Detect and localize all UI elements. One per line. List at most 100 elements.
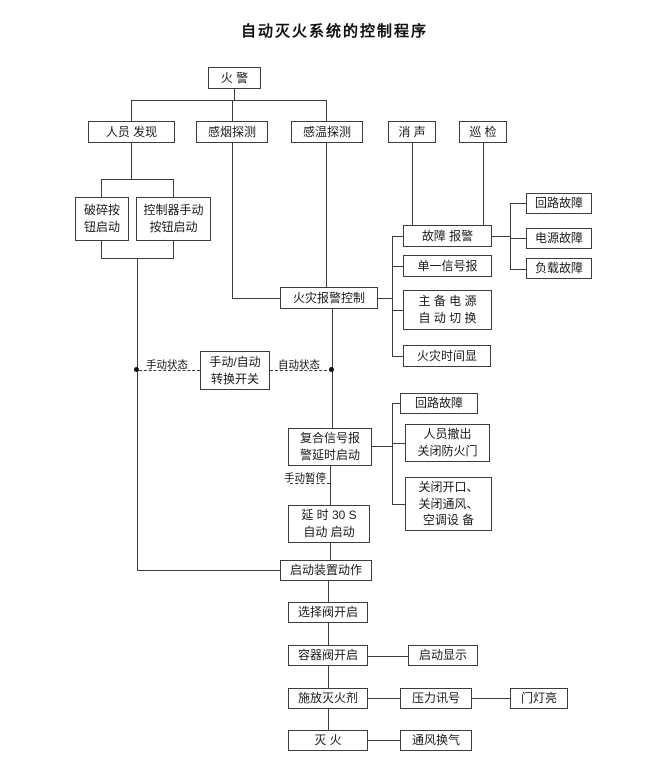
connector-line bbox=[328, 709, 329, 730]
node-text-line: 钮启动 bbox=[83, 220, 120, 234]
connector-line bbox=[510, 203, 526, 204]
node-container-valve: 容器阀开启 bbox=[288, 645, 368, 666]
connector-line bbox=[234, 88, 235, 100]
connector-line bbox=[412, 142, 413, 225]
node-release-agent: 施放灭火剂 bbox=[288, 688, 368, 709]
connector-line bbox=[328, 581, 329, 602]
connector-line bbox=[131, 100, 327, 101]
connector-line bbox=[392, 236, 403, 237]
connector-line bbox=[232, 100, 233, 121]
connector-line bbox=[101, 240, 102, 258]
node-mute: 消 声 bbox=[388, 121, 436, 143]
connector-line bbox=[472, 698, 510, 699]
node-power-fault: 电源故障 bbox=[526, 228, 592, 249]
node-selector-valve: 选择阀开启 bbox=[288, 602, 368, 623]
node-text-line: 破碎按 bbox=[83, 203, 120, 218]
connector-line bbox=[378, 298, 392, 299]
connector-line bbox=[131, 100, 132, 121]
node-text-line: 关闭通风、 bbox=[418, 496, 479, 511]
node-smoke-detect: 感烟探测 bbox=[196, 121, 268, 143]
node-text-line: 警延时启动 bbox=[299, 448, 360, 462]
node-power-switch: 主 备 电 源 自 动 切 换 bbox=[403, 290, 492, 330]
connector-line bbox=[232, 298, 280, 299]
connector-line bbox=[330, 543, 331, 560]
label-manual-pause: 手动暂停 bbox=[284, 472, 326, 484]
connector-line bbox=[368, 656, 408, 657]
node-door-light: 门灯亮 bbox=[510, 688, 568, 709]
connector-line bbox=[392, 443, 405, 444]
connector-line bbox=[492, 236, 510, 237]
node-text-line: 延 时 30 S bbox=[301, 508, 357, 523]
connector-line bbox=[173, 179, 174, 197]
node-text-line: 关闭防火门 bbox=[417, 444, 478, 458]
connector-line bbox=[101, 179, 102, 197]
node-text-line: 自 动 切 换 bbox=[418, 311, 477, 325]
node-break-button: 破碎按 钮启动 bbox=[75, 197, 129, 241]
connector-line bbox=[392, 236, 393, 356]
connector-line bbox=[392, 504, 405, 505]
node-start-display: 启动显示 bbox=[408, 645, 478, 666]
node-load-fault: 负载故障 bbox=[526, 258, 592, 279]
node-text-line: 复合信号报 bbox=[299, 431, 360, 446]
node-text-line: 转换开关 bbox=[210, 371, 259, 386]
node-fault-alarm: 故障 报警 bbox=[403, 225, 492, 247]
junction-dot bbox=[134, 367, 139, 372]
connector-line bbox=[372, 446, 392, 447]
junction-dot bbox=[329, 367, 334, 372]
node-patrol: 巡 检 bbox=[459, 121, 507, 143]
node-close-openings: 关闭开口、 关闭通风、 空调设 备 bbox=[405, 477, 492, 531]
connector-line bbox=[392, 310, 403, 311]
page-title: 自动灭火系统的控制程序 bbox=[240, 23, 428, 40]
node-text-line: 按钮启动 bbox=[149, 220, 198, 234]
dashed-connector-auto bbox=[270, 370, 332, 371]
node-text-line: 空调设 备 bbox=[422, 513, 475, 528]
node-fire-alarm-control: 火灾报警控制 bbox=[280, 287, 378, 309]
connector-line bbox=[392, 403, 400, 404]
dashed-connector-manual bbox=[139, 370, 200, 371]
node-text-line: 主 备 电 源 bbox=[418, 294, 477, 309]
connector-line bbox=[392, 403, 393, 504]
dashed-connector-pause bbox=[290, 483, 330, 484]
node-text-line: 关闭开口、 bbox=[418, 479, 479, 494]
node-delay-start: 延 时 30 S 自动 启动 bbox=[288, 505, 370, 543]
node-person-found: 人员 发现 bbox=[88, 121, 175, 143]
label-auto-state: 自动状态 bbox=[278, 359, 320, 371]
node-text-line: 人员撤出 bbox=[423, 427, 472, 442]
connector-line bbox=[131, 142, 132, 179]
connector-line bbox=[137, 258, 138, 571]
connector-line bbox=[173, 240, 174, 258]
connector-line bbox=[368, 740, 400, 741]
connector-line bbox=[392, 356, 403, 357]
connector-line bbox=[101, 179, 174, 180]
node-fire-alarm: 火 警 bbox=[208, 67, 261, 89]
connector-line bbox=[510, 269, 526, 270]
node-fire-time: 火灾时间显 bbox=[403, 345, 491, 367]
connector-line bbox=[137, 570, 280, 571]
node-pressure-signal: 压力讯号 bbox=[400, 688, 472, 709]
connector-line bbox=[328, 623, 329, 645]
node-text-line: 手动/自动 bbox=[209, 354, 261, 369]
node-loop-fault-1: 回路故障 bbox=[526, 193, 592, 214]
connector-line bbox=[326, 100, 327, 121]
node-start-device: 启动装置动作 bbox=[280, 560, 372, 581]
node-controller-button: 控制器手动 按钮启动 bbox=[136, 197, 211, 241]
node-single-signal: 单一信号报 bbox=[403, 255, 492, 277]
node-manual-auto-switch: 手动/自动 转换开关 bbox=[200, 351, 270, 390]
node-temp-detect: 感温探测 bbox=[291, 121, 363, 143]
node-text-line: 控制器手动 bbox=[143, 203, 204, 218]
node-text-line: 自动 启动 bbox=[303, 525, 355, 539]
node-composite-signal: 复合信号报 警延时启动 bbox=[288, 428, 372, 466]
node-ventilation: 通风换气 bbox=[400, 730, 472, 751]
node-extinguish: 灭 火 bbox=[288, 730, 368, 751]
node-evacuate: 人员撤出 关闭防火门 bbox=[405, 424, 490, 462]
node-loop-fault-2: 回路故障 bbox=[400, 393, 478, 414]
connector-line bbox=[368, 698, 400, 699]
connector-line bbox=[510, 203, 511, 269]
label-manual-state: 手动状态 bbox=[146, 359, 188, 371]
connector-line bbox=[232, 142, 233, 298]
connector-line bbox=[326, 142, 327, 287]
connector-line bbox=[510, 238, 526, 239]
connector-line bbox=[328, 666, 329, 688]
connector-line bbox=[483, 142, 484, 225]
